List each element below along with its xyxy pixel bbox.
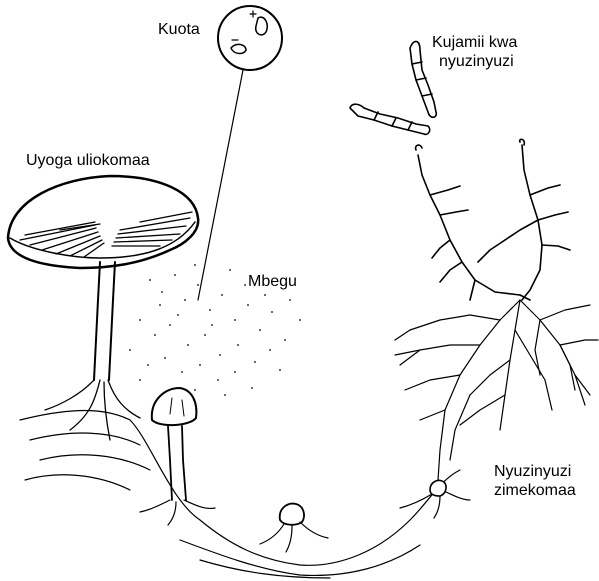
young-mushroom — [140, 388, 215, 525]
label-nyuzinyuzi-zimekomaa: Nyuzinyuzi zimekomaa — [494, 462, 576, 500]
germinating-spore-circle — [198, 6, 282, 300]
label-nyuzi-line1: Nyuzinyuzi — [494, 462, 576, 481]
label-kujamii-line2: nyuzinyuzi — [432, 52, 517, 71]
label-mbegu: Mbegu — [248, 272, 297, 291]
soil-ground — [20, 411, 460, 578]
mycelium-knot — [400, 480, 470, 518]
branching-mycelium — [416, 139, 570, 300]
mature-mycelium-roots — [395, 300, 598, 480]
pointer-line — [198, 70, 243, 300]
label-kujamii-kwa-nyuzinyuzi: Kujamii kwa nyuzinyuzi — [432, 33, 517, 71]
primordium — [260, 504, 328, 552]
mating-hyphae — [350, 41, 436, 134]
label-nyuzi-line2: zimekomaa — [494, 481, 576, 500]
label-kujamii-line1: Kujamii kwa — [432, 33, 517, 52]
label-kuota: Kuota — [158, 20, 200, 39]
label-uyoga-uliokomaa: Uyoga uliokomaa — [26, 151, 150, 170]
